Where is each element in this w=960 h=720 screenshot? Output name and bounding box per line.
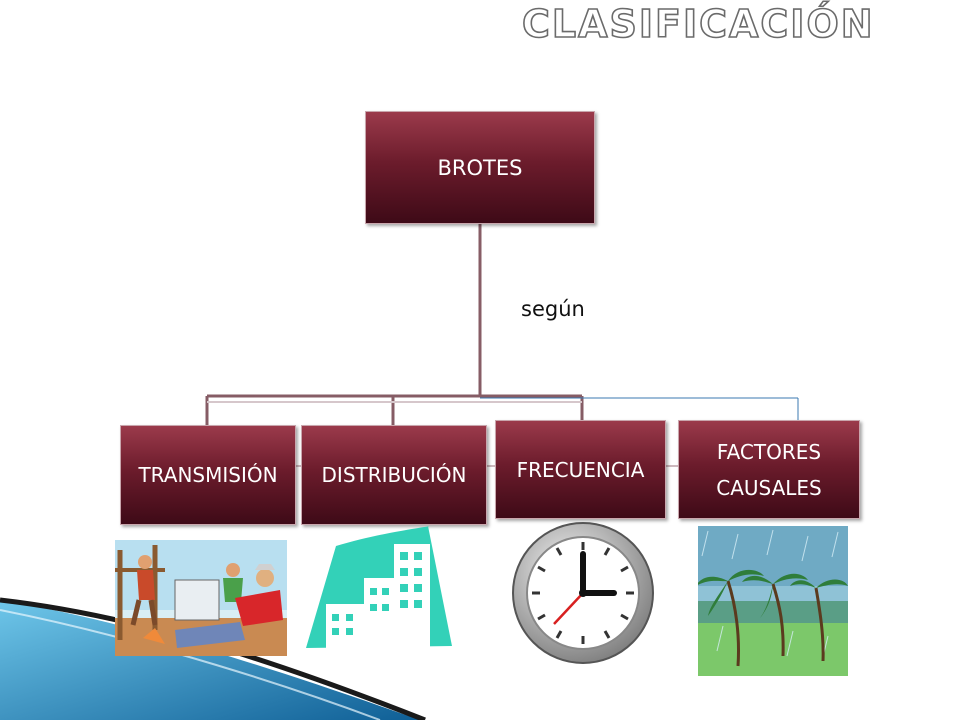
child-node-label: DISTRIBUCIÓN [321, 463, 467, 487]
injured-workers-icon [115, 540, 287, 656]
root-node-brotes: BROTES [365, 111, 595, 224]
child-node-distribucion: DISTRIBUCIÓN [301, 425, 487, 525]
child-node-factores-causales: FACTORES CAUSALES [678, 420, 860, 519]
page-title: CLASIFICACIÓN [521, 1, 875, 47]
child-node-frecuencia: FRECUENCIA [495, 420, 666, 519]
child-node-label: FRECUENCIA [516, 457, 645, 482]
city-buildings-icon [306, 526, 452, 648]
child-node-transmision: TRANSMISIÓN [120, 425, 296, 525]
child-node-label: TRANSMISIÓN [138, 463, 278, 487]
storm-palm-trees-icon [698, 526, 848, 676]
root-node-label: BROTES [437, 155, 523, 180]
clock-icon [512, 522, 654, 664]
child-node-label: FACTORES CAUSALES [716, 439, 822, 500]
connector-label: según [521, 297, 585, 321]
